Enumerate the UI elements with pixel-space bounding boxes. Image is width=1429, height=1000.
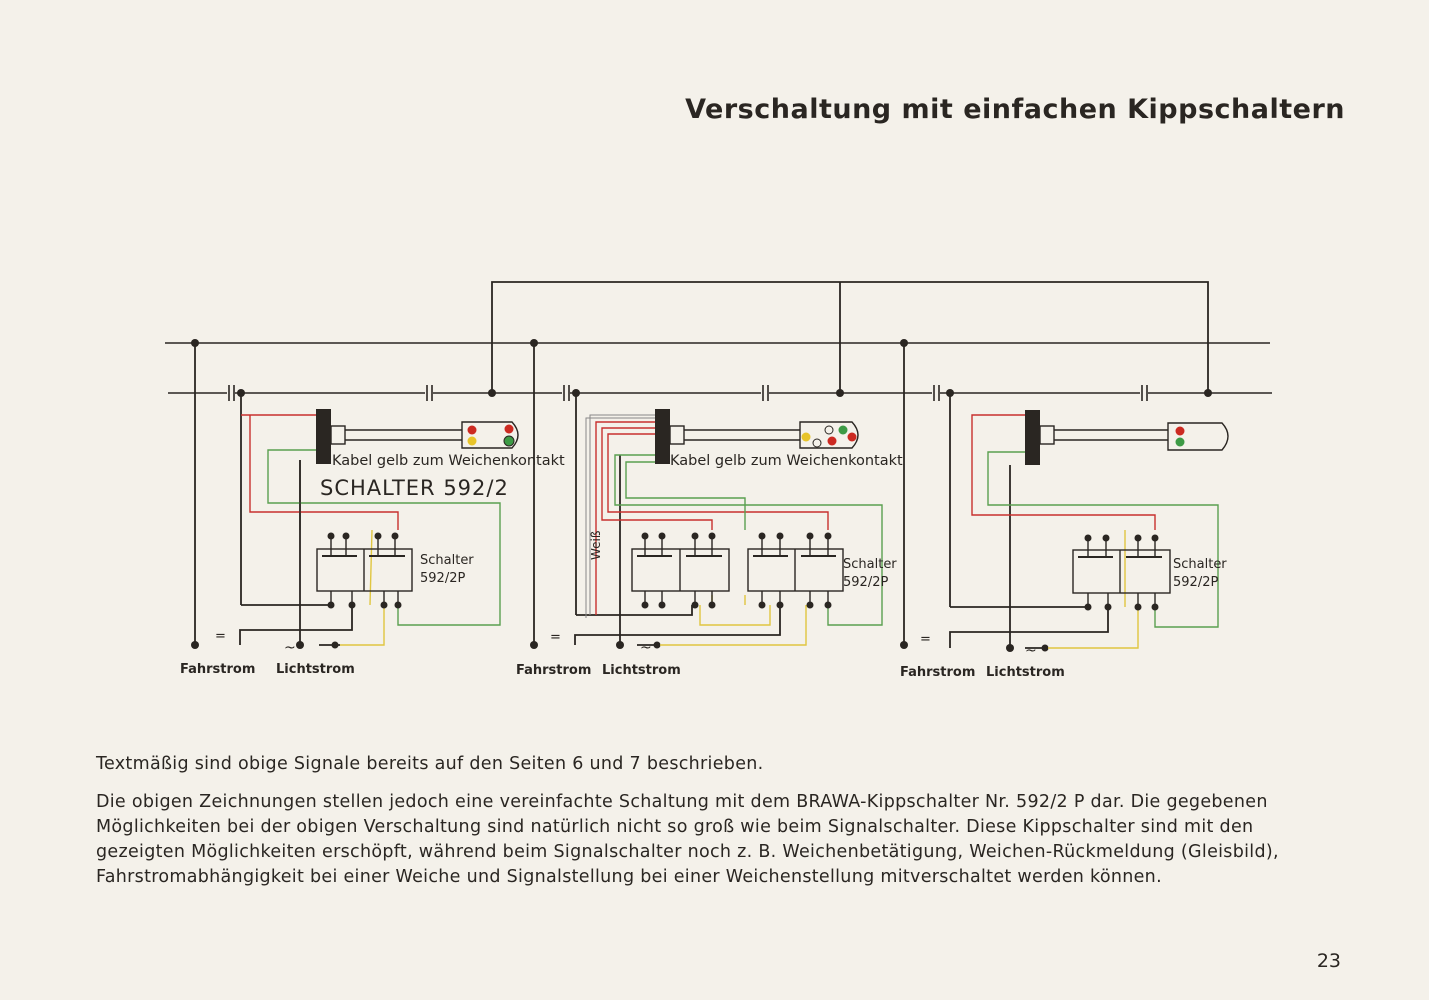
cable-label: Kabel gelb zum Weichenkontakt (332, 453, 565, 469)
cable-label: Kabel gelb zum Weichenkontakt (670, 453, 903, 469)
switch-number: 592/2P (1173, 575, 1218, 590)
ac-symbol: ~ (640, 640, 652, 656)
fahrstrom-label: Fahrstrom (516, 663, 591, 678)
switch-label: Schalter (1173, 557, 1227, 572)
dc-symbol: = (920, 632, 931, 647)
switch-number: 592/2P (843, 575, 888, 590)
diagram-3: = ~ Schalter 592/2P Fahrstrom Lichtstrom (900, 339, 1229, 680)
page-number: 23 (1316, 950, 1341, 972)
switch-label: Schalter (843, 557, 897, 572)
diagram-2: = ~ Kabel gelb zum Weichenkontakt Weiß S… (516, 339, 903, 678)
page-title: Verschaltung mit einfachen Kippschaltern (685, 94, 1345, 125)
toggle-switch-2b (747, 536, 844, 605)
signal-head-2 (799, 421, 859, 449)
signal-head-1 (461, 421, 519, 449)
toggle-switch-1 (316, 536, 413, 605)
ac-symbol: ~ (1025, 643, 1037, 659)
intro-paragraph: Textmäßig sind obige Signale bereits auf… (96, 754, 764, 774)
switch-type-label: SCHALTER 592/2 (320, 476, 509, 500)
switch-number: 592/2P (420, 571, 465, 586)
lichtstrom-label: Lichtstrom (986, 665, 1065, 680)
switch-lever-block (655, 409, 670, 464)
signal-head-3 (1167, 422, 1229, 451)
top-bus (491, 281, 1209, 393)
diagram-1: = ~ Kabel gelb zum Weichenkontakt SCHALT… (180, 339, 565, 677)
fahrstrom-label: Fahrstrom (900, 665, 975, 680)
lichtstrom-label: Lichtstrom (276, 662, 355, 677)
dc-symbol: = (215, 629, 226, 644)
switch-lever-block (316, 409, 331, 464)
body-paragraph: Die obigen Zeichnungen stellen jedoch ei… (96, 792, 1279, 887)
wiring-diagram: = ~ Kabel gelb zum Weichenkontakt SCHALT… (165, 281, 1272, 680)
toggle-switch-3 (1072, 538, 1171, 607)
ac-symbol: ~ (284, 640, 296, 656)
track-lines (165, 342, 1272, 394)
toggle-switch-2a (631, 536, 730, 605)
switch-label: Schalter (420, 553, 474, 568)
switch-lever-block (1025, 410, 1040, 465)
weiss-label: Weiß (589, 530, 603, 560)
dc-symbol: = (550, 630, 561, 645)
fahrstrom-label: Fahrstrom (180, 662, 255, 677)
lichtstrom-label: Lichtstrom (602, 663, 681, 678)
rail-insulation-gaps (227, 385, 1148, 401)
